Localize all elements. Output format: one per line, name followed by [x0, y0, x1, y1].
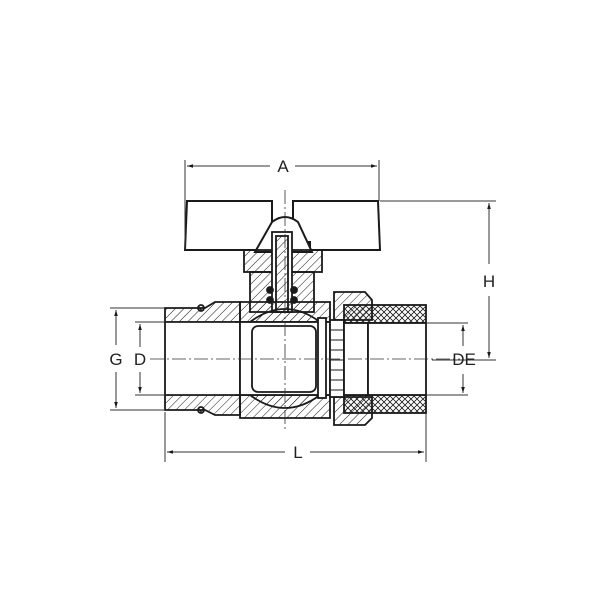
left-end	[164, 301, 241, 416]
dim-label-d: D	[134, 350, 146, 369]
valve-body	[239, 301, 331, 419]
dim-label-de: DE	[452, 350, 476, 369]
dim-label-h: H	[483, 272, 495, 291]
dim-label-g: G	[109, 350, 122, 369]
dimension-lines	[110, 160, 496, 462]
center-lines	[150, 190, 460, 430]
dim-label-l: L	[293, 443, 302, 462]
dim-label-a: A	[277, 157, 289, 176]
